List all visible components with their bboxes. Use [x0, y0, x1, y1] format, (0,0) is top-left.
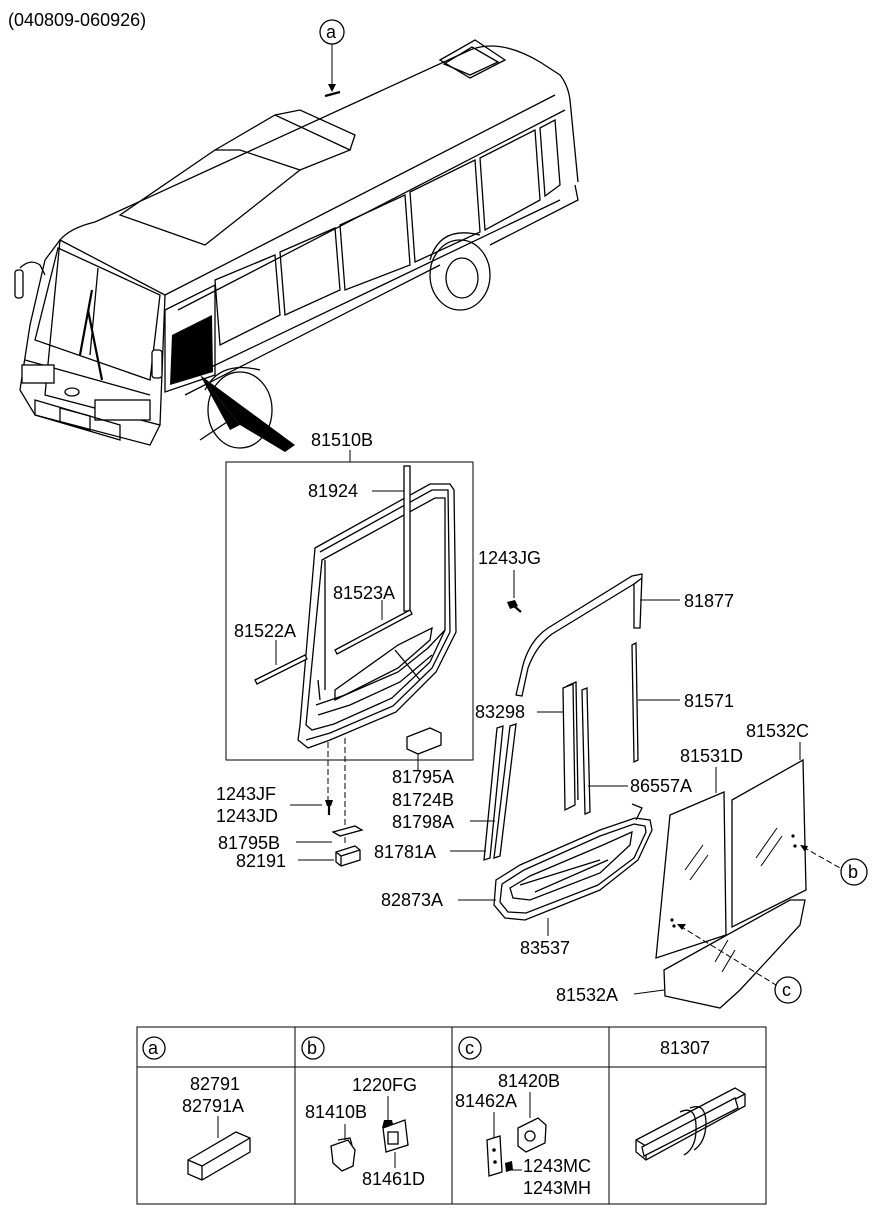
- label-1243MH: 1243MH: [523, 1178, 591, 1198]
- label-81532C: 81532C: [746, 721, 809, 741]
- label-81461D: 81461D: [362, 1169, 425, 1189]
- channel-81877: [515, 573, 680, 697]
- label-81795B: 81795B: [218, 833, 280, 853]
- label-81532A: 81532A: [556, 985, 618, 1005]
- callout-a-letter: a: [326, 22, 337, 42]
- label-81523A: 81523A: [333, 583, 395, 603]
- label-81420B: 81420B: [498, 1071, 560, 1091]
- label-83298: 83298: [475, 702, 525, 722]
- label-82791A: 82791A: [182, 1096, 244, 1116]
- label-81571: 81571: [684, 691, 734, 711]
- label-83537: 83537: [520, 938, 570, 958]
- date-range-label: (040809-060926): [8, 10, 146, 30]
- table-header-c: c: [465, 1038, 474, 1058]
- label-1243JG: 1243JG: [478, 548, 541, 568]
- glass-81532C: [731, 742, 807, 929]
- label-1243JF: 1243JF: [216, 784, 276, 804]
- table-header-a: a: [148, 1038, 159, 1058]
- bus-illustration: [14, 39, 579, 452]
- label-86557A: 86557A: [630, 776, 692, 796]
- label-81795A: 81795A: [392, 767, 454, 787]
- label-81410B: 81410B: [305, 1102, 367, 1122]
- label-81798A: 81798A: [392, 812, 454, 832]
- label-81462A: 81462A: [455, 1091, 517, 1111]
- label-1243MC: 1243MC: [523, 1156, 591, 1176]
- label-82791: 82791: [190, 1074, 240, 1094]
- label-81510B: 81510B: [311, 430, 373, 450]
- label-81877: 81877: [684, 591, 734, 611]
- label-1243JD: 1243JD: [216, 806, 278, 826]
- door-glass-frame-assembly: 81510B 81924 81523A 81522A: [225, 430, 474, 770]
- label-81924: 81924: [308, 481, 358, 501]
- table-header-b: b: [307, 1038, 317, 1058]
- label-81522A: 81522A: [234, 621, 296, 641]
- label-82873A: 82873A: [381, 890, 443, 910]
- label-81531D: 81531D: [680, 746, 743, 766]
- callout-b-letter: b: [848, 862, 858, 882]
- label-1220FG: 1220FG: [352, 1075, 417, 1095]
- detail-table: a b c 81307 82791 82791A 1220FG 81410B 8…: [136, 1026, 767, 1205]
- lower-glass-seal: [493, 803, 653, 921]
- glass-81532A: [633, 899, 806, 1009]
- label-81781A: 81781A: [374, 842, 436, 862]
- label-81724B: 81724B: [392, 790, 454, 810]
- screw-1243JF: [290, 800, 333, 815]
- label-82191: 82191: [236, 851, 286, 871]
- table-header-81307: 81307: [660, 1038, 710, 1058]
- callout-c-letter: c: [782, 980, 791, 1000]
- callout-a: a: [319, 19, 345, 98]
